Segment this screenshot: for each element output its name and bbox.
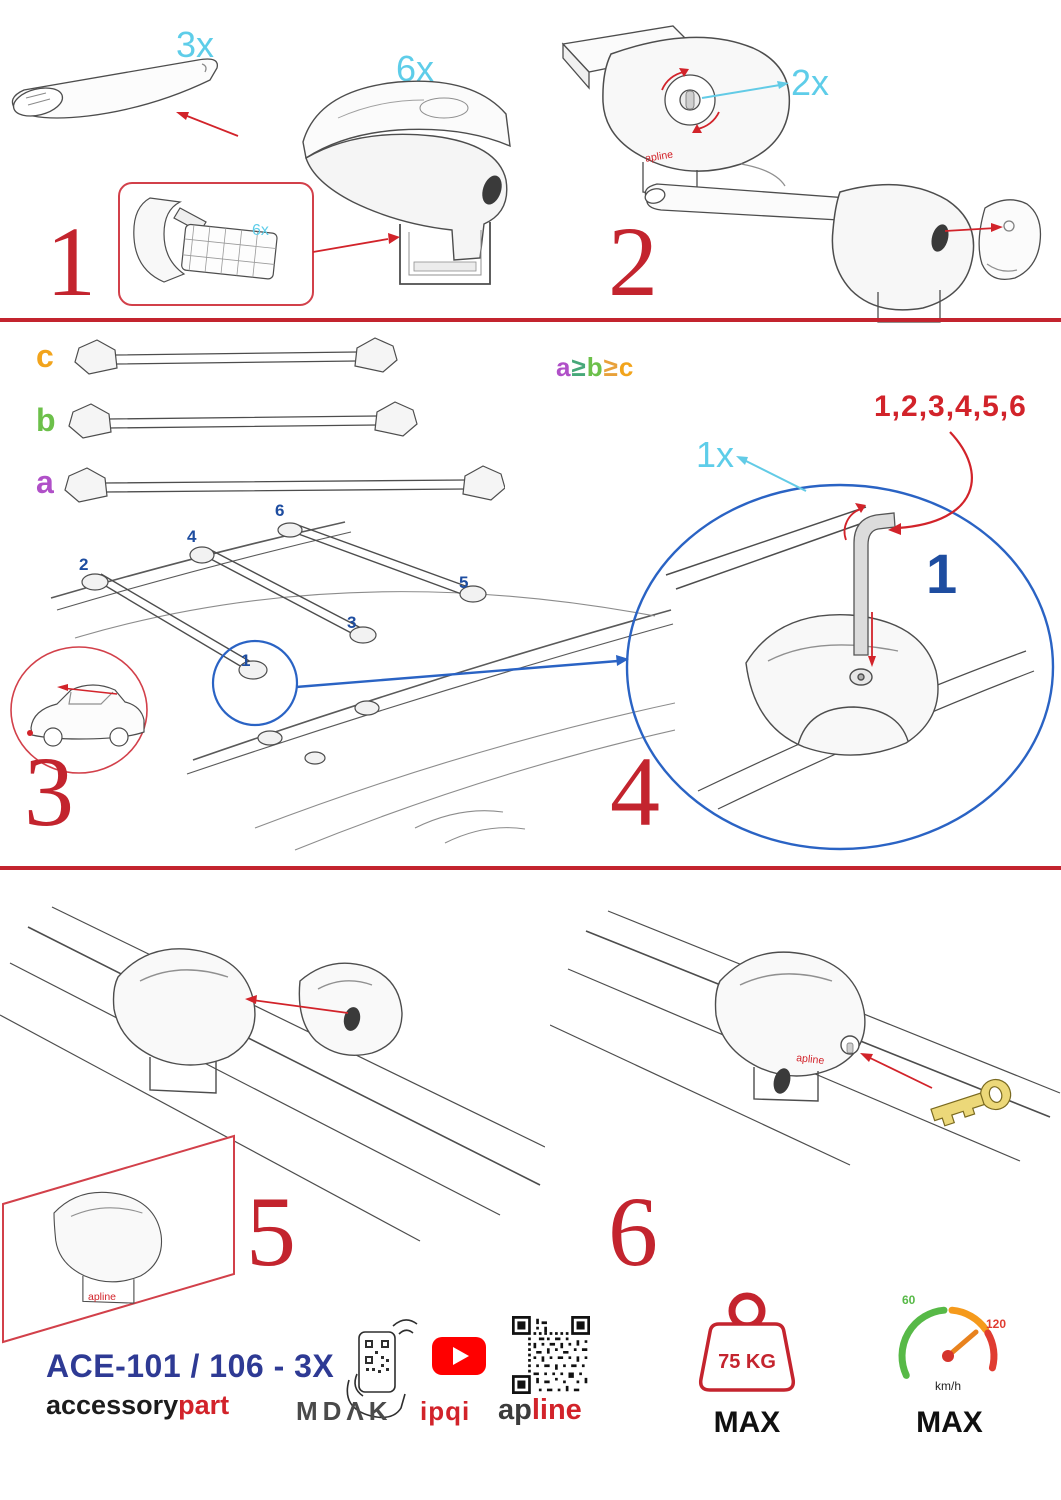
roof-mounting-illustration: 2 4 6 1 3 5 [50,501,675,851]
tightening-sequence-label: 1,2,3,4,5,6 [874,390,1027,423]
scan-phone-icon [346,1319,418,1419]
bar-endcap-illustration [644,183,1042,323]
car-direction-illustration [10,646,148,774]
max-weight-value: 75 KG [718,1351,776,1373]
pad-detail-illustration [133,197,278,283]
apline-mark: apline [644,149,674,165]
crossbar-size-c [74,337,398,375]
step-4-number: 4 [610,736,660,847]
size-label-b: b [36,402,56,438]
position-1-highlight-circle [211,639,299,727]
qty-tool-label: 1x [696,434,735,475]
foot-clamp-illustration [302,80,511,285]
position-label-3: 3 [347,613,356,632]
product-code: ACE-101 / 106 - 3X [46,1348,335,1384]
step-3-number: 3 [24,736,74,847]
crossbar-sizes-illustration [64,337,505,503]
apline-logo-line: line [531,1394,582,1426]
step-1-number: 1 [46,206,96,317]
size-label-a: a [36,464,54,500]
accessorypart-logo-accessory: accessory [46,1390,179,1420]
step-2-number: 2 [608,206,658,317]
accessorypart-logo: accessorypart [46,1390,229,1421]
zoom-ellipse [625,483,1055,851]
formula-ge-2: ≥ [603,352,619,382]
formula-c: c [618,352,635,382]
size-order-formula: a≥b≥c [556,352,634,383]
qty-bar-label: 3x [176,24,215,65]
formula-a: a [556,352,572,382]
position-label-2: 2 [79,555,88,574]
crossbar-illustration [11,58,219,119]
speed-unit-label: km/h [935,1379,961,1393]
apline-logo: apline [498,1394,582,1427]
position-label-4: 4 [187,527,197,546]
crossbar-size-b [68,401,418,439]
torque-detail-illustration [625,483,1055,851]
accessorypart-logo-part: part [178,1390,230,1420]
formula-ge-1: ≥ [571,352,587,382]
speed-low-label: 60 [902,1293,916,1307]
lock-key-illustration: apline [550,910,1061,1166]
speedometer-icon: 60 120 km/h [898,1293,1006,1393]
section-divider-1 [0,318,1061,322]
section-divider-2 [0,866,1061,870]
qr-code-icon [512,1316,590,1394]
apline-logo-ap: ap [498,1394,532,1426]
position-label-5: 5 [459,573,468,592]
qty-knob-label: 2x [791,62,830,103]
cover-attach-illustration [0,906,545,1242]
step-6-number: 6 [608,1176,658,1287]
max-speed-label: MAX [916,1406,983,1439]
speed-high-label: 120 [986,1317,1006,1331]
position-label-1: 1 [241,651,250,670]
step-5-number: 5 [246,1176,296,1287]
key-icon [930,1078,1012,1127]
position-label-6: 6 [275,501,284,520]
max-weight-icon: 75 KG [698,1292,796,1392]
pad-detail-inset [118,182,314,306]
qty-inset-label: 6x [252,222,269,239]
first-step-label: 1 [926,542,958,605]
crossbar-size-a [64,465,505,503]
cover-detail-inset: apline [1,1134,235,1344]
max-weight-label: MAX [713,1406,781,1439]
ipqi-logo: ipqi [420,1396,471,1426]
foot-top-dial-illustration: apline [561,25,791,199]
apline-mark: apline [796,1052,825,1067]
size-label-c: c [36,338,54,374]
mdak-logo: MDΛK [296,1396,393,1426]
apline-mark: apline [88,1291,116,1303]
formula-b: b [586,352,604,382]
youtube-icon [432,1337,486,1375]
